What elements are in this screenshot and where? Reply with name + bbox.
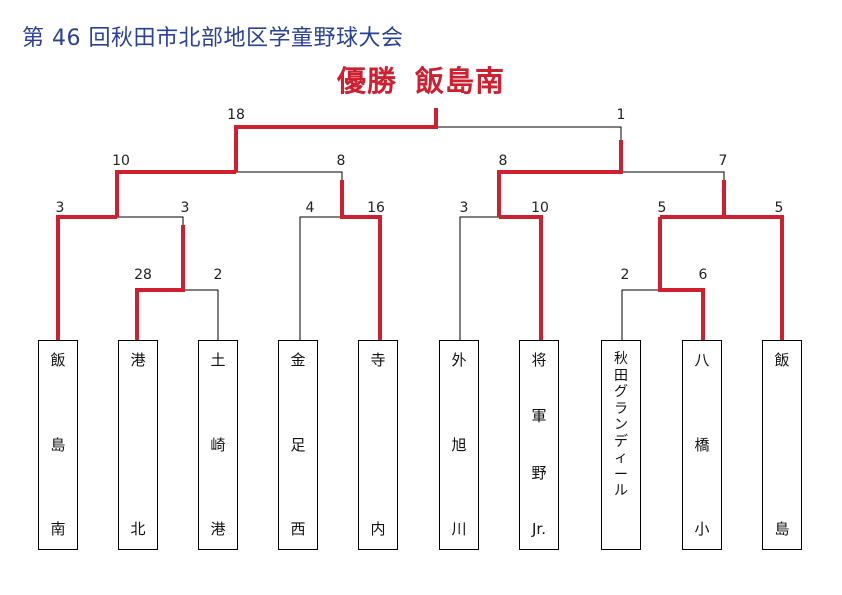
team-box: 将軍野 Jr. — [519, 340, 559, 550]
win-q3 — [499, 215, 543, 340]
team-name-char: 土 — [210, 351, 226, 369]
team-name-char: ラ — [614, 400, 628, 417]
score-r1l-b: 2 — [214, 267, 223, 283]
team-name-char: 港 — [210, 520, 226, 538]
winner-lines — [56, 108, 784, 340]
win-q1 — [56, 215, 117, 340]
team-name-char: ィ — [614, 450, 628, 467]
team-name-char: 西 — [290, 520, 306, 538]
line-semi-right-right — [621, 171, 725, 180]
score-r1l-a: 28 — [134, 267, 152, 283]
score-final-right: 1 — [617, 107, 626, 123]
team-name-char: 足 — [290, 435, 306, 454]
champion-banner: 優勝飯島南 — [0, 58, 842, 100]
team-name-char: 飯 — [774, 351, 790, 369]
team-name-char: 金 — [290, 351, 306, 369]
win-semi-left — [115, 170, 236, 217]
win-r1-right-up — [658, 217, 705, 340]
team-name-char: 川 — [451, 520, 467, 538]
team-name-char: 外 — [451, 351, 467, 369]
team-box: 秋田グランディール — [601, 340, 641, 550]
team-name-char: 寺 — [370, 351, 386, 369]
team-name-char: 将 — [531, 351, 547, 369]
win-semi-right — [497, 140, 623, 217]
team-name-char: 軍 — [531, 407, 547, 426]
team-name: 飯島南 — [39, 353, 77, 537]
team-name-char: 飯 — [50, 351, 66, 369]
team-name-char: 旭 — [451, 435, 467, 454]
team-box: 外旭川 — [439, 340, 479, 550]
team-name: 港北 — [119, 353, 157, 537]
score-q3-b: 10 — [531, 200, 549, 216]
score-q1-b: 3 — [181, 200, 190, 216]
win-final — [234, 108, 438, 172]
team-name: 金足西 — [279, 353, 317, 537]
champion-label: 優勝 — [336, 64, 397, 98]
team-box: 八橋小 — [682, 340, 722, 550]
score-r1r-b: 6 — [699, 267, 708, 283]
score-r1r-a: 2 — [621, 267, 630, 283]
team-name-char: グ — [614, 384, 628, 401]
bracket-lines — [117, 126, 783, 340]
line-final-right — [436, 126, 622, 140]
team-name: 八橋小 — [683, 353, 721, 537]
score-q2-b: 16 — [367, 200, 385, 216]
score-q1-a: 3 — [56, 200, 65, 216]
score-q3-a: 3 — [460, 200, 469, 216]
team-name-char: 野 — [531, 463, 547, 482]
team-name-char: ン — [614, 417, 628, 434]
team-box: 金足西 — [278, 340, 318, 550]
team-name-char: 島 — [774, 520, 790, 538]
score-q4-a: 5 — [658, 200, 667, 216]
team-name-char: 南 — [50, 520, 66, 538]
team-name: 秋田グランディール — [602, 351, 640, 537]
team-name-char: 崎 — [210, 435, 226, 454]
team-name-char: 橋 — [694, 435, 710, 454]
champion-team: 飯島南 — [415, 64, 506, 98]
team-name-char: 島 — [50, 435, 66, 454]
team-name: 土崎港 — [199, 353, 237, 537]
team-name: 外旭川 — [440, 353, 478, 537]
team-name-char: ル — [614, 483, 628, 500]
team-name-char: デ — [614, 433, 628, 450]
team-name-char: 田 — [614, 367, 628, 384]
win-q2 — [340, 180, 382, 340]
line-q2-left — [299, 216, 342, 340]
score-semi-left-b: 8 — [337, 153, 346, 169]
team-name-char: 八 — [694, 351, 710, 369]
team-name: 寺内 — [359, 353, 397, 537]
line-r1r-left — [621, 289, 660, 340]
score-final-left: 18 — [227, 107, 245, 123]
team-name-char: 北 — [130, 520, 146, 538]
team-box: 港北 — [118, 340, 158, 550]
team-name-char: ー — [614, 466, 628, 483]
team-box: 飯島 — [762, 340, 802, 550]
team-name-char: Jr. — [532, 519, 546, 538]
line-q1-right — [117, 216, 184, 225]
line-r1l-right — [183, 289, 219, 340]
team-name-char: 小 — [694, 520, 710, 538]
team-name: 将軍野 Jr. — [520, 353, 558, 537]
line-q3-left — [459, 216, 499, 340]
score-semi-right-b: 7 — [719, 153, 728, 169]
team-name-char: 港 — [130, 351, 146, 369]
team-name: 飯島 — [763, 353, 801, 537]
score-q2-a: 4 — [306, 200, 315, 216]
team-name-char: 秋 — [614, 351, 628, 367]
tournament-title: 第 46 回秋田市北部地区学童野球大会 — [22, 26, 404, 51]
win-r1-left-up — [135, 225, 185, 340]
team-box: 寺内 — [358, 340, 398, 550]
team-name-char: 内 — [370, 520, 386, 538]
line-semi-left-right — [236, 171, 343, 180]
score-labels: 18 1 10 8 8 7 3 3 4 16 3 10 5 5 28 2 2 6 — [56, 107, 784, 283]
team-box: 土崎港 — [198, 340, 238, 550]
score-semi-left-a: 10 — [112, 153, 130, 169]
win-q4 — [722, 180, 784, 340]
team-box: 飯島南 — [38, 340, 78, 550]
score-q4-b: 5 — [775, 200, 784, 216]
score-semi-right-a: 8 — [499, 153, 508, 169]
